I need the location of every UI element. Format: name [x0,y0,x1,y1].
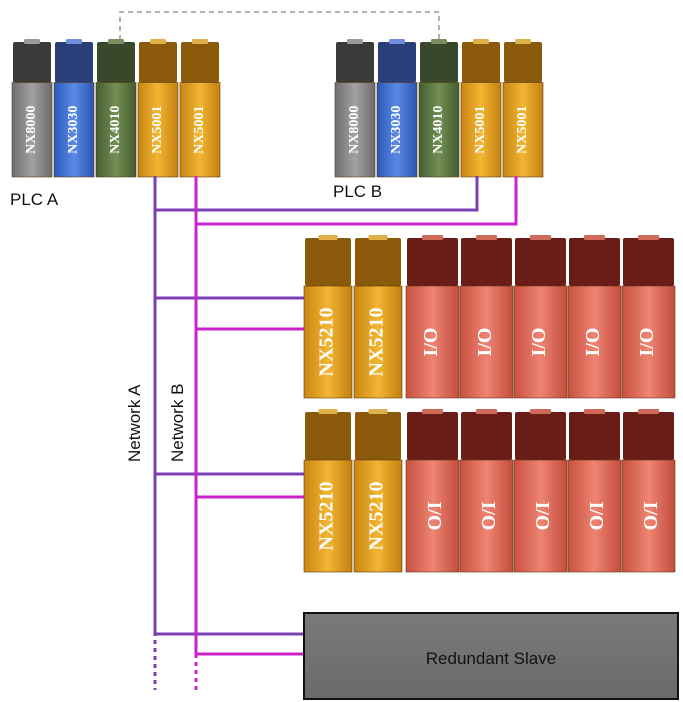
rack-1-head-1: NX5210 [303,235,353,399]
rack-2-io-3-label: I/O [531,502,553,531]
rack-2-io-1: I/O [405,409,460,573]
rack-1-io-5: I/O [621,235,676,399]
plc-b-label: PLC B [333,182,382,201]
plc-a-module-5: NX5001 [179,39,221,178]
rack-1-head-2-label: NX5210 [366,308,388,377]
rack-1-io-1: I/O [405,235,460,399]
rack-2-io-4: I/O [567,409,622,573]
plc-b-rack: NX8000 NX3030 NX4010 NX5001 NX5001 [334,39,544,178]
rack-1-head-1-label: NX5210 [316,308,338,377]
plc-a-module-2: NX3030 [53,39,95,178]
plc-b-module-3: NX4010 [418,39,460,178]
rack-2-head-1-label: NX5210 [316,482,338,551]
plc-a-rack: NX8000 NX3030 NX4010 NX5001 NX5001 [11,39,221,178]
rack-2-head-2: NX5210 [353,409,403,573]
plc-b-module-4: NX5001 [460,39,502,178]
redundant-slave-label: Redundant Slave [426,649,556,668]
rack-2-io-3: I/O [513,409,568,573]
rack-1-io-5-label: I/O [636,328,658,357]
plc-b-module-1-label: NX8000 [347,106,362,154]
rack-2-io-4-label: I/O [585,502,607,531]
rack-2-io-2-label: I/O [477,502,499,531]
remote-rack-1: NX5210 NX5210 I/O I/O I/O I/O I/O [303,235,676,399]
plc-b-module-3-label: NX4010 [431,106,446,154]
remote-rack-2: NX5210 NX5210 I/O I/O I/O I/O I/O [303,409,676,573]
plc-b-module-5-label: NX5001 [515,106,530,154]
plc-b-module-4-label: NX5001 [473,106,488,154]
network-a-wiring [153,176,479,690]
rack-1-io-4: I/O [567,235,622,399]
sync-link-dashed [119,11,440,40]
plc-a-module-3: NX4010 [95,39,137,178]
plc-a-module-4: NX5001 [137,39,179,178]
plc-a-module-1: NX8000 [11,39,53,178]
rack-1-io-4-label: I/O [582,328,604,357]
plc-b-module-5: NX5001 [502,39,544,178]
rack-2-io-2: I/O [459,409,514,573]
plc-a-module-2-label: NX3030 [66,106,81,154]
plc-a-module-4-label: NX5001 [150,106,165,154]
network-a-label: Network A [125,384,144,462]
rack-2-io-5-label: I/O [639,502,661,531]
plc-b-module-2: NX3030 [376,39,418,178]
rack-2-io-1-label: I/O [423,502,445,531]
plc-a-module-5-label: NX5001 [192,106,207,154]
rack-1-io-2: I/O [459,235,514,399]
rack-2-head-2-label: NX5210 [366,482,388,551]
rack-2-io-5: I/O [621,409,676,573]
network-b-wiring [194,176,518,690]
redundant-slave-box [303,612,679,700]
rack-1-io-3-label: I/O [528,328,550,357]
rack-2-head-1: NX5210 [303,409,353,573]
network-b-label: Network B [168,384,187,462]
plc-a-label: PLC A [10,190,59,209]
plc-b-module-1: NX8000 [334,39,376,178]
rack-1-head-2: NX5210 [353,235,403,399]
rack-1-io-2-label: I/O [474,328,496,357]
plc-a-module-1-label: NX8000 [24,106,39,154]
rack-1-io-3: I/O [513,235,568,399]
rack-1-io-1-label: I/O [420,328,442,357]
plc-b-module-2-label: NX3030 [389,106,404,154]
plc-a-module-3-label: NX4010 [108,106,123,154]
